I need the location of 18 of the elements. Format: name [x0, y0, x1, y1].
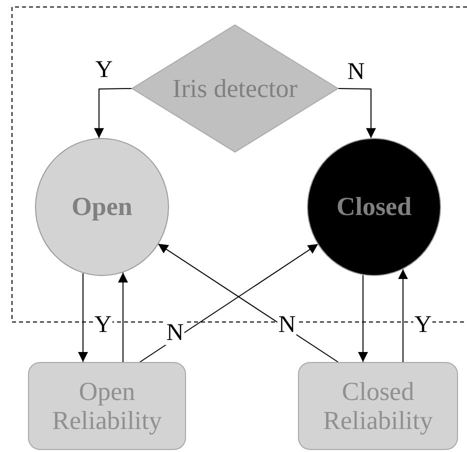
edge-label: N [277, 313, 297, 337]
arrow [140, 244, 319, 362]
arrow [358, 274, 368, 362]
circle-label: Closed [336, 192, 412, 222]
arrow [398, 268, 408, 362]
process-box [298, 362, 458, 450]
box-label: Open Reliability [51, 376, 163, 436]
process-box [28, 362, 186, 450]
arrow [158, 243, 338, 362]
arrow [78, 272, 88, 362]
arrow [94, 88, 132, 139]
box-label: Closed Reliability [322, 376, 434, 436]
edge-label: N [165, 321, 185, 345]
arrow [338, 88, 376, 139]
arrow [118, 272, 128, 362]
decision-diamond [132, 25, 338, 152]
circle-label: Open [72, 192, 132, 222]
diamond-label: Iris detector [172, 74, 298, 104]
